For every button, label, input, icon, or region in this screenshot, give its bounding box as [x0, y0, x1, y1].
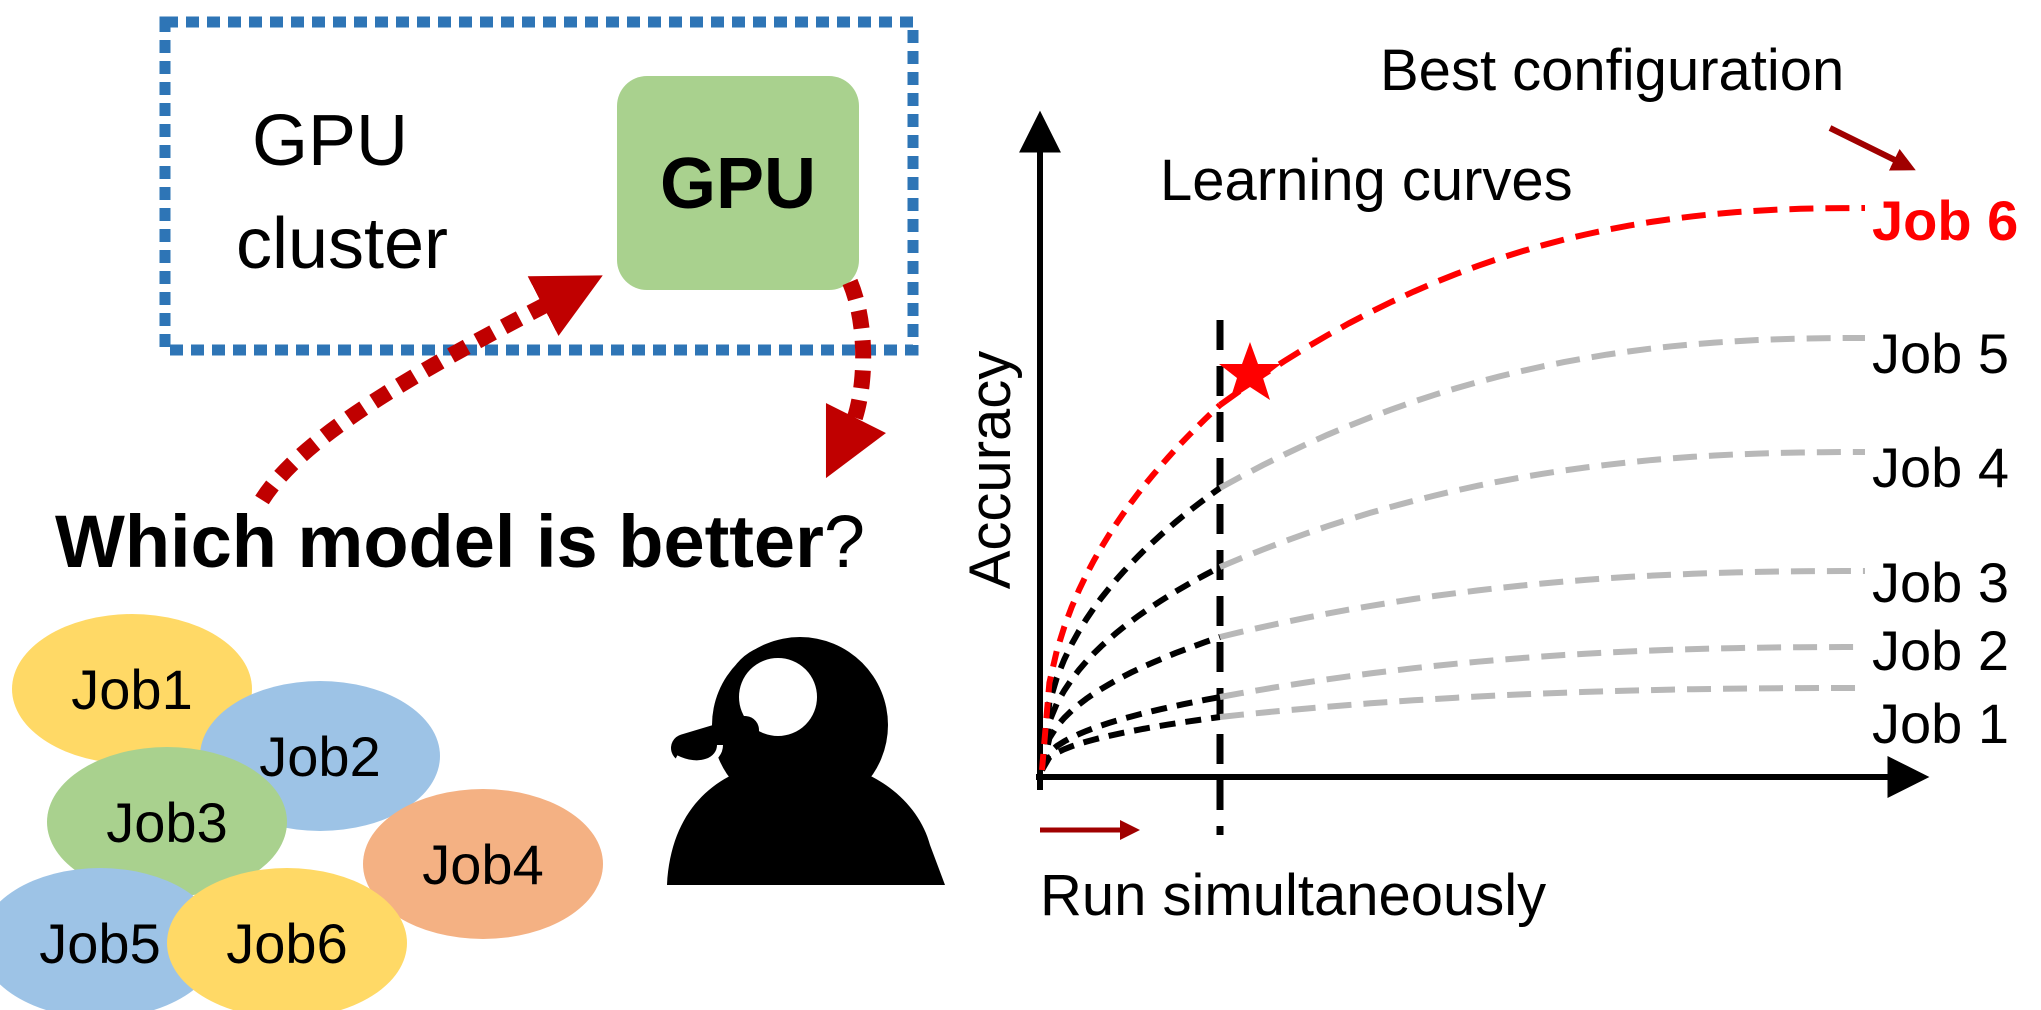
curve-label: Job 5	[1872, 322, 2009, 385]
curve-late-phase	[1219, 568, 1865, 640]
y-axis-label: Accuracy	[958, 351, 1023, 590]
run-simultaneously-label: Run simultaneously	[1040, 863, 1546, 928]
curve-label: Job 3	[1872, 551, 2009, 614]
learning-curves	[1039, 205, 1866, 772]
learning-curve-chart: Accuracy Learning curves Best configurat…	[958, 38, 2018, 928]
person-with-magnifier-icon	[667, 637, 945, 885]
job-bubble: Job5	[0, 868, 220, 1010]
curve-label: Job 4	[1872, 436, 2009, 499]
gpu-node-label: GPU	[660, 144, 816, 224]
gpu-cluster: GPU cluster GPU	[159, 16, 919, 356]
job-bubble-shape	[0, 868, 220, 1010]
job-bubble-label: Job6	[226, 912, 347, 975]
job-bubble-shape	[167, 868, 407, 1010]
curve-label: Job 2	[1872, 619, 2009, 682]
job-bubble-shape	[363, 789, 603, 939]
job-bubble-shape	[47, 747, 287, 897]
curve-early-phase	[1039, 402, 1223, 771]
job-bubble-label: Job3	[106, 791, 227, 854]
best-star-icon	[1219, 342, 1281, 400]
job-bubble: Job1	[12, 614, 252, 764]
job-flow-arrows	[255, 275, 887, 505]
job-bubble-label: Job1	[71, 658, 192, 721]
curve-late-phase	[1218, 449, 1865, 570]
curve-label: Job 1	[1872, 692, 2009, 755]
curve-early-phase	[1039, 634, 1221, 771]
curve-early-phase	[1039, 694, 1221, 772]
arrow-from-gpu	[825, 278, 887, 479]
curve-late-phase	[1218, 335, 1865, 491]
curve-late-phase	[1219, 685, 1865, 720]
job-bubble: Job4	[363, 789, 603, 939]
gpu-cluster-label-line2: cluster	[236, 204, 448, 284]
best-config-arrow	[1828, 125, 1916, 171]
curve-label: Job 6	[1872, 189, 2018, 252]
curve-late-phase	[1219, 644, 1865, 700]
curve-late-phase	[1218, 205, 1866, 408]
job-bubble: Job6	[167, 868, 407, 1010]
arrow-to-gpu	[255, 275, 603, 505]
job-bubble-label: Job5	[39, 912, 160, 975]
gpu-cluster-label-line1: GPU	[252, 101, 408, 181]
chart-title: Learning curves	[1160, 148, 1573, 213]
question-bold: Which model is better	[55, 500, 824, 583]
gpu-node	[617, 76, 859, 290]
job-bubble-shape	[12, 614, 252, 764]
best-config-label: Best configuration	[1380, 38, 1844, 103]
curve-early-phase	[1039, 485, 1222, 771]
job-bubble-label: Job4	[422, 833, 543, 896]
job-bubble: Job3	[47, 747, 287, 897]
curve-early-phase	[1039, 564, 1222, 771]
curve-early-phase	[1039, 714, 1221, 772]
gpu-cluster-border	[159, 16, 919, 356]
job-bubble-label: Job2	[259, 725, 380, 788]
question-text: Which model is better?	[55, 500, 865, 583]
question-mark: ?	[824, 500, 865, 583]
